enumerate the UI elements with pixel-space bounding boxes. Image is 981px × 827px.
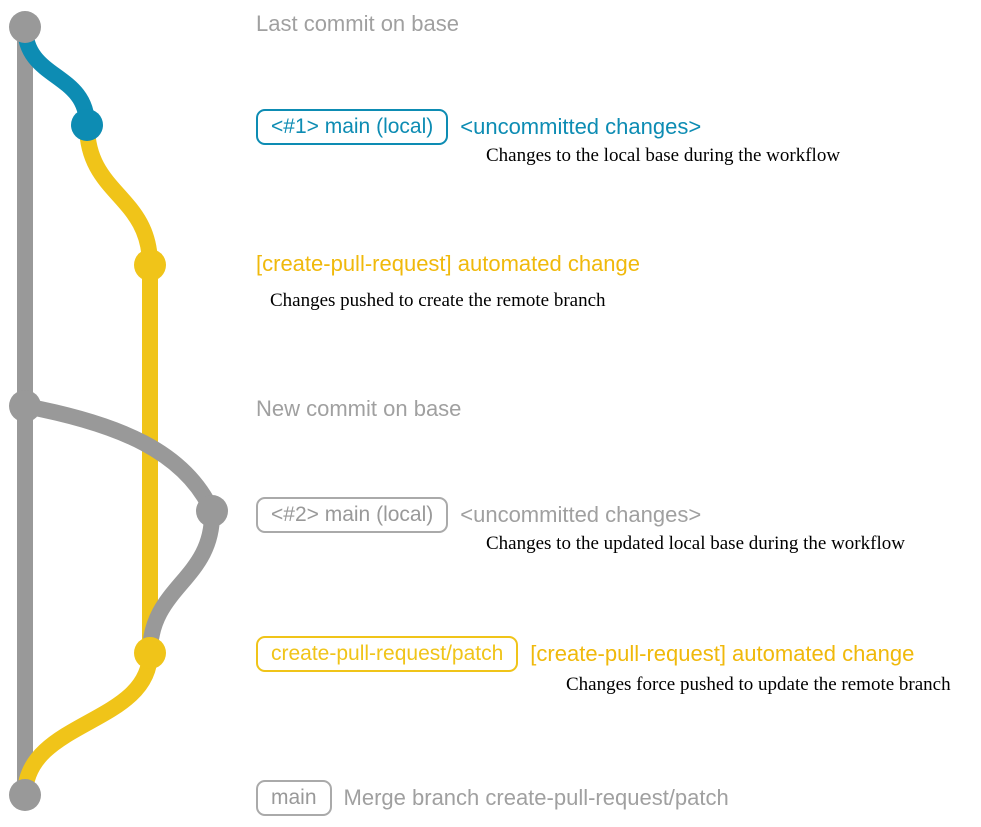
commit-node-patch-1[interactable]: [134, 249, 166, 281]
edge-local2-to-patch2: [142, 503, 221, 661]
commit-node-base-2[interactable]: [9, 390, 41, 422]
commit-description-patch-1: Changes pushed to create the remote bran…: [270, 290, 606, 311]
edge-patch2-to-base3: [17, 645, 158, 803]
commit-node-patch-2[interactable]: [134, 637, 166, 669]
commit-node-local-1[interactable]: [71, 109, 103, 141]
commit-title-base-1: Last commit on base: [256, 11, 459, 36]
commit-title-base-3: Merge branch create-pull-request/patch: [343, 785, 729, 810]
commit-title-local-2: <uncommitted changes>: [460, 502, 702, 527]
commit-row-base-2: New commit on base: [256, 398, 981, 420]
commit-node-base-3[interactable]: [9, 779, 41, 811]
commit-title-local-1: <uncommitted changes>: [460, 114, 702, 139]
branch-badge-patch-2[interactable]: create-pull-request/patch: [256, 636, 519, 672]
commit-title-patch-2: [create-pull-request] automated change: [530, 641, 915, 666]
edge-base1-to-local1: [17, 19, 95, 133]
commit-description-local-1: Changes to the local base during the wor…: [486, 145, 841, 166]
commit-row-base-1: Last commit on base: [256, 13, 981, 35]
commit-node-base-1[interactable]: [9, 11, 41, 43]
commit-row-patch-1: [create-pull-request] automated change: [256, 253, 981, 275]
commit-description-local-2: Changes to the updated local base during…: [486, 533, 905, 554]
commit-title-patch-1: [create-pull-request] automated change: [256, 251, 641, 276]
branch-badge-base-3[interactable]: main: [256, 780, 332, 816]
graph-edges: [17, 19, 221, 803]
commit-row-patch-2: create-pull-request/patch [create-pull-r…: [256, 636, 981, 672]
commit-row-base-3: main Merge branch create-pull-request/pa…: [256, 780, 981, 816]
edge-local1-to-patch1: [79, 117, 158, 273]
commit-title-base-2: New commit on base: [256, 396, 462, 421]
branch-badge-local-2[interactable]: <#2> main (local): [256, 497, 449, 533]
commit-row-local-2: <#2> main (local) <uncommitted changes>: [256, 497, 981, 533]
edge-base2-to-local2: [17, 398, 220, 519]
commit-node-local-2[interactable]: [196, 495, 228, 527]
graph-nodes: [9, 11, 228, 811]
commit-description-patch-2: Changes force pushed to update the remot…: [566, 674, 951, 695]
commit-row-local-1: <#1> main (local) <uncommitted changes>: [256, 109, 981, 145]
branch-badge-local-1[interactable]: <#1> main (local): [256, 109, 449, 145]
